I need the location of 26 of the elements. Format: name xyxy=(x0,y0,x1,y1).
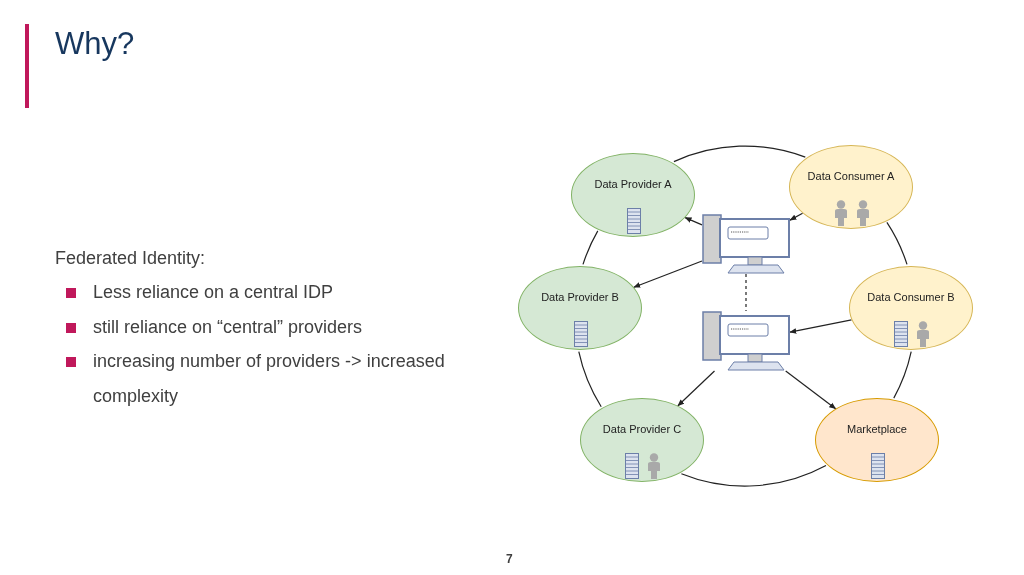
node-label: Data Consumer A xyxy=(806,170,896,182)
ring-arc xyxy=(680,464,827,487)
page-number: 7 xyxy=(506,552,513,566)
node-label: Data Provider A xyxy=(593,178,673,190)
node-label: Data Consumer B xyxy=(866,291,956,303)
arrow xyxy=(677,370,716,407)
arrow xyxy=(789,319,853,334)
arrow xyxy=(785,370,837,410)
bullet-text: increasing number of providers -> increased complexity xyxy=(93,350,446,408)
ring-arc xyxy=(673,145,806,163)
body-text: Federated Identity: xyxy=(55,248,206,269)
bullet-text: still reliance on “central” providers xyxy=(93,316,364,339)
node-label: Data Provider C xyxy=(601,423,683,435)
computer-icon xyxy=(702,214,790,274)
node-label: Marketplace xyxy=(846,423,908,435)
ring-arc xyxy=(582,230,599,265)
dashed-line xyxy=(745,273,747,312)
ring-arc xyxy=(886,221,908,265)
ring-arc xyxy=(893,351,912,399)
ring-arc xyxy=(578,351,602,408)
arrow xyxy=(633,260,703,288)
slide-title: Why? xyxy=(55,26,135,62)
computer-icon xyxy=(702,311,790,371)
bullet-text: Less reliance on a central IDP xyxy=(93,281,335,304)
node-label: Data Provider B xyxy=(540,291,620,303)
arrow xyxy=(789,212,804,221)
